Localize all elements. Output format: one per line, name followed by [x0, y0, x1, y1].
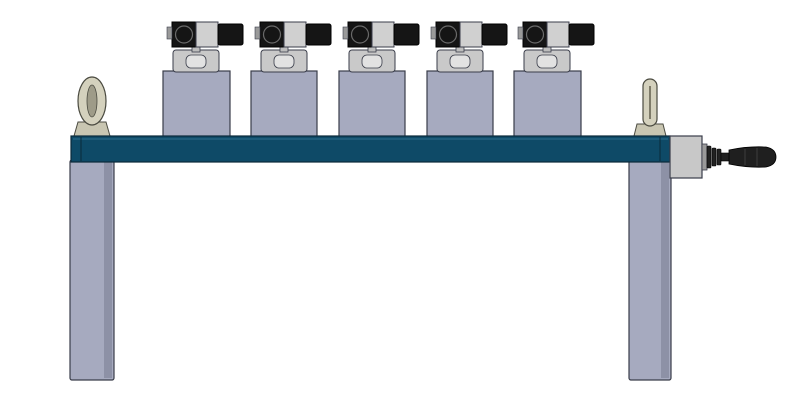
solenoid-valve-4: [430, 21, 508, 73]
solenoid-valve-5: [517, 21, 595, 73]
valve-block-1: [162, 70, 231, 138]
end-handle-ring-2: [711, 147, 717, 167]
solenoid-valve-2: [254, 21, 332, 73]
solenoid-valves: [166, 21, 595, 73]
solenoid-valve-3: [342, 21, 420, 73]
right-eye-bolt: [633, 78, 667, 137]
valve-block-3: [338, 70, 406, 138]
manifold-beam-body: [70, 135, 671, 163]
end-handle-block: [669, 135, 703, 179]
end-handle-ring-3: [716, 148, 722, 166]
end-handle: [669, 135, 777, 179]
manifold-beam: [70, 135, 671, 163]
valve-block-5: [513, 70, 582, 138]
left-eye-bolt-hole: [86, 84, 98, 118]
left-eye-bolt: [73, 76, 111, 137]
end-handle-ring-1: [706, 145, 712, 169]
valve-block-4: [426, 70, 494, 138]
valve-block-2: [250, 70, 318, 138]
left-leg: [69, 159, 115, 381]
left-leg-shade: [104, 162, 112, 378]
right-leg-shade: [661, 162, 669, 378]
right-leg: [628, 159, 672, 381]
end-handle-grip: [728, 146, 777, 168]
valve-blocks: [162, 70, 582, 138]
solenoid-valve-1: [166, 21, 244, 73]
end-handle-collar: [701, 143, 708, 171]
